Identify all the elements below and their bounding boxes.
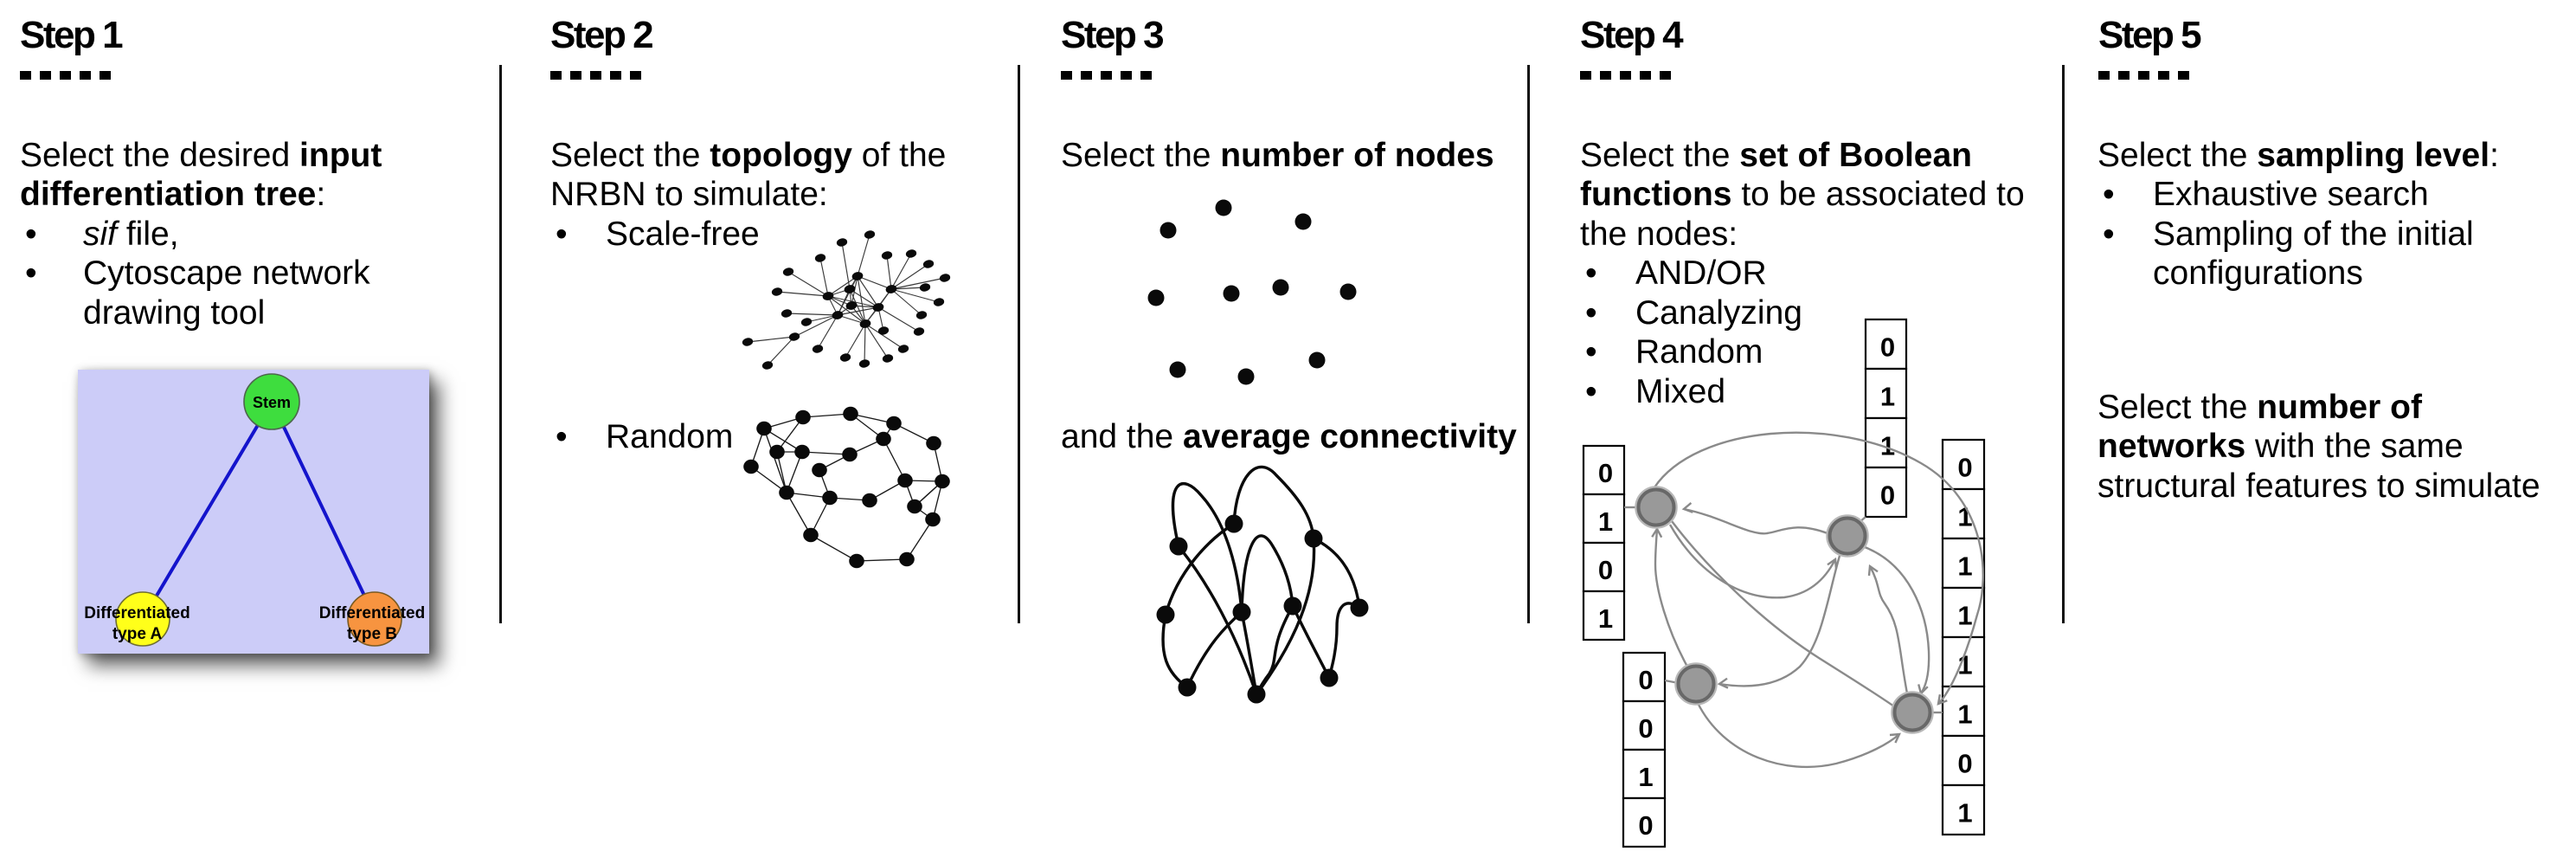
svg-text:0: 0 [1880, 332, 1895, 363]
svg-text:1: 1 [1957, 601, 1972, 631]
svg-text:0: 0 [1598, 458, 1613, 488]
svg-text:1: 1 [1957, 798, 1972, 828]
svg-text:1: 1 [1598, 506, 1613, 537]
svg-text:0: 0 [1638, 810, 1653, 841]
svg-text:1: 1 [1957, 650, 1972, 680]
svg-text:Stem: Stem [253, 394, 291, 411]
svg-text:0: 0 [1598, 555, 1613, 585]
svg-text:0: 0 [1638, 665, 1653, 695]
svg-text:1: 1 [1957, 699, 1972, 730]
svg-text:1: 1 [1638, 762, 1653, 792]
svg-text:0: 0 [1880, 480, 1895, 511]
svg-text:1: 1 [1957, 502, 1972, 532]
svg-text:1: 1 [1957, 551, 1972, 582]
svg-text:1: 1 [1598, 603, 1613, 634]
svg-text:0: 0 [1957, 453, 1972, 483]
svg-text:0: 0 [1957, 749, 1972, 779]
svg-text:0: 0 [1638, 713, 1653, 744]
svg-text:Differentiated: Differentiated [319, 604, 425, 622]
svg-text:type A: type A [112, 625, 163, 643]
svg-text:1: 1 [1880, 431, 1895, 461]
svg-text:1: 1 [1880, 382, 1895, 412]
svg-text:type B: type B [347, 625, 397, 643]
svg-text:Differentiated: Differentiated [84, 604, 190, 622]
